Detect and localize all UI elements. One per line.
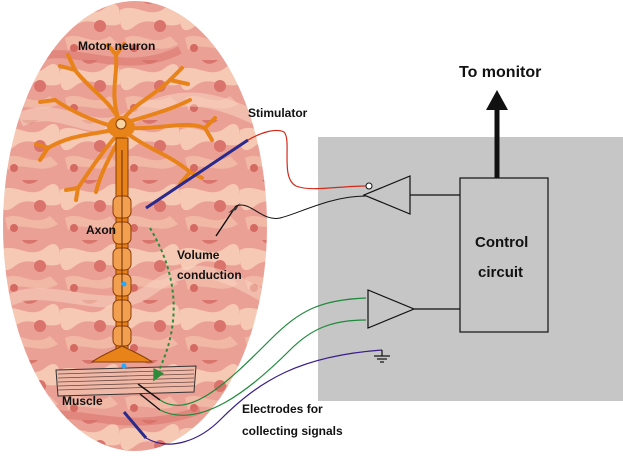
label-collecting-signals: collecting signals [242,424,343,438]
volume-conduction-arrow [149,227,175,382]
axon [112,137,132,362]
label-motor-neuron: Motor neuron [78,39,156,53]
label-circuit: circuit [478,264,524,281]
neuron-nucleus [115,118,127,130]
label-volume: Volume [177,248,220,262]
electrode-wire-1 [159,297,367,406]
label-conduction: conduction [177,268,242,282]
stimulator-probe [145,138,249,210]
tissue-oval [3,1,267,451]
label-control: Control [475,234,529,251]
recording-amplifier [367,289,416,329]
axon-terminal [90,345,154,363]
electrode-wire-2 [159,319,367,416]
stimulator-node [365,182,373,190]
label-electrodes-for: Electrodes for [242,402,323,416]
label-stimulator: Stimulator [248,106,308,120]
recording-electrodes [122,383,161,439]
label-axon: Axon [86,223,116,237]
stimulator-wire [247,129,367,190]
label-to-monitor: To monitor [459,64,542,81]
monitor-arrow-head [486,90,508,110]
ground-wire [145,349,383,445]
ground-icon [374,350,390,363]
motor-neuron [34,42,217,202]
label-muscle: Muscle [62,394,103,408]
control-circuit-box [459,177,549,333]
reference-wire [235,195,367,219]
